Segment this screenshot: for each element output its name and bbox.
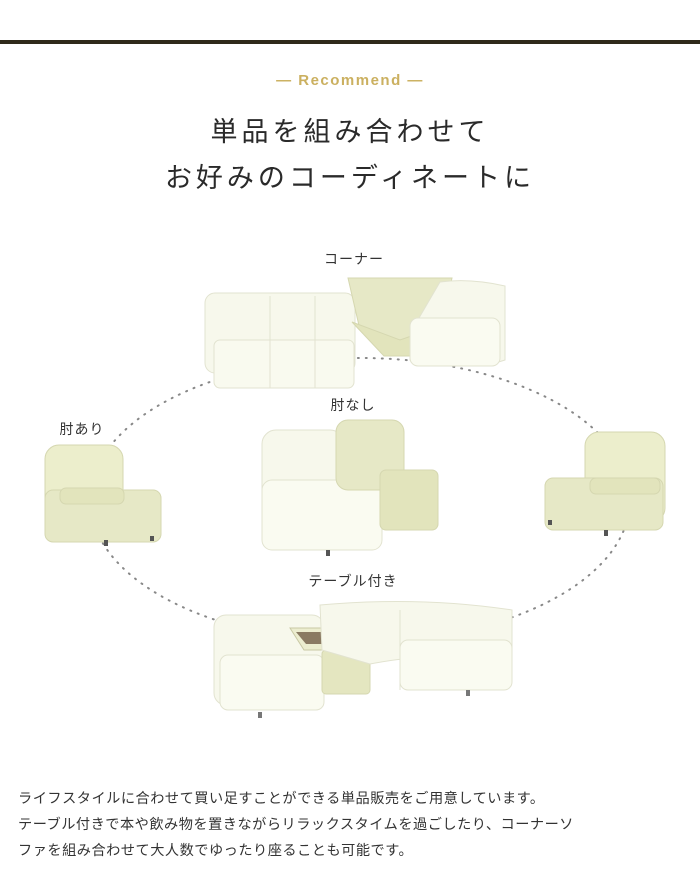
no-arm-label-svg: 肘なし [331, 398, 376, 414]
section-eyebrow: — Recommend — [276, 72, 424, 89]
description-line-2: テーブル付きで本や飲み物を置きながらリラックスタイムを過ごしたり、コーナーソ [18, 817, 574, 833]
table-sofa-image [213, 601, 513, 718]
corner-label-svg: コーナー [324, 252, 384, 268]
left-arm-chair-image [44, 444, 162, 546]
description-line-1: ライフスタイルに合わせて買い足すことができる単品販売をご用意しています。 [18, 791, 545, 807]
sofa-combination-diagram: コーナー 肘なし 肘あり テーブル付き [44, 252, 666, 718]
with-table-label-svg: テーブル付き [308, 573, 397, 590]
section-title-line-2: お好みのコーディネートに [164, 163, 536, 194]
top-divider [0, 40, 700, 44]
section-title-line-1: 単品を組み合わせて [210, 117, 490, 148]
with-arm-label-svg: 肘あり [60, 422, 105, 438]
description-line-3: ファを組み合わせて大人数でゆったり座ることも可能です。 [18, 843, 414, 859]
description-text: ライフスタイルに合わせて買い足すことができる単品販売をご用意しています。 テーブ… [18, 786, 688, 864]
corner-sofa-image [204, 277, 506, 389]
right-arm-chair-image [544, 431, 666, 536]
armless-sofa-image [261, 419, 439, 556]
